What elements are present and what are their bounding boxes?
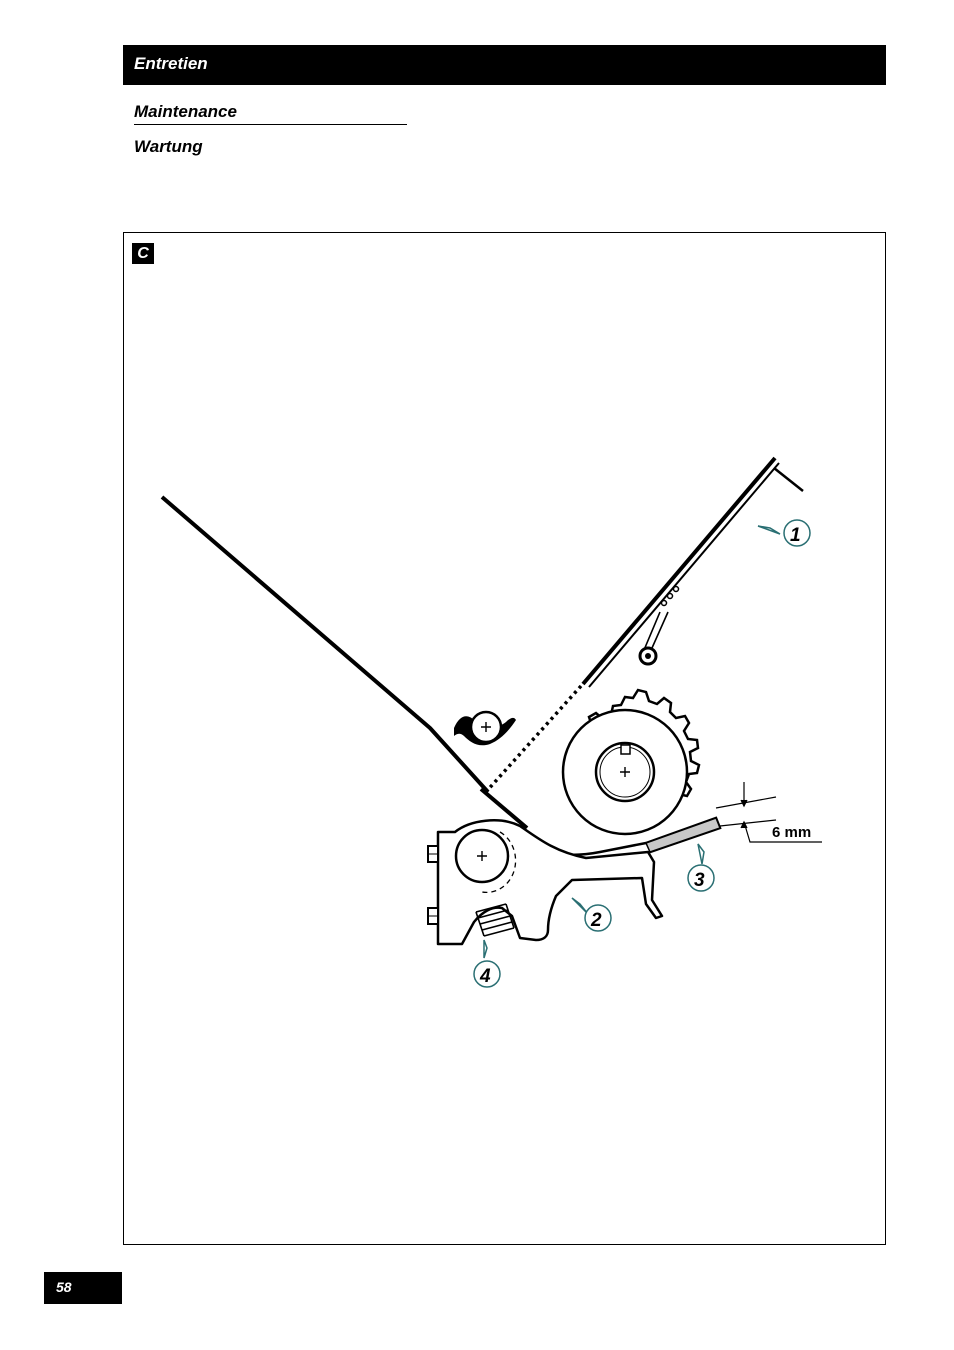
callout-4: 4 — [474, 961, 500, 987]
svg-text:3: 3 — [694, 870, 705, 891]
agitator-cam — [454, 712, 516, 745]
callout-2: 2 — [585, 905, 611, 931]
callout-3: 3 — [688, 865, 714, 891]
page-number-box: 58 — [44, 1272, 122, 1304]
hopper-left-wall — [162, 497, 488, 792]
feed-gear — [563, 690, 699, 834]
svg-text:4: 4 — [479, 966, 491, 987]
svg-text:1: 1 — [790, 525, 801, 546]
hopper-right-wall — [583, 458, 775, 684]
hopper-right-wall-top — [774, 468, 803, 491]
hopper-right-wall-inner — [589, 463, 779, 687]
page-number: 58 — [56, 1279, 72, 1295]
svg-text:2: 2 — [590, 910, 602, 931]
callout-1: 1 — [784, 520, 810, 546]
dimension-label: 6 mm — [772, 824, 811, 841]
